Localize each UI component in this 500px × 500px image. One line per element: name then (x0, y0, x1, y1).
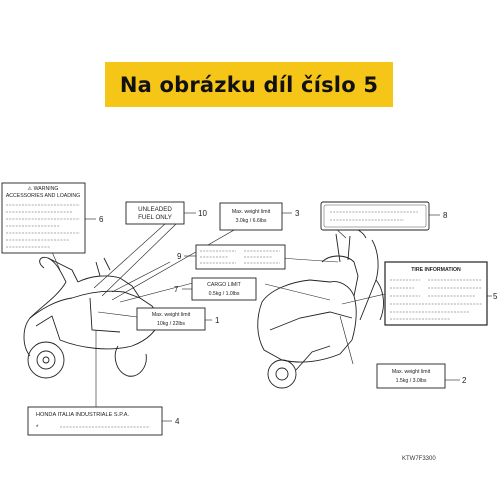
fuel-label-line2: FUEL ONLY (138, 214, 172, 221)
callout-4: 4 (175, 417, 180, 426)
max-weight-label-right[interactable]: Max. weight limit 1.5kg / 3.0lbs (376, 363, 446, 389)
manufacturer-label-star-icon: * (36, 425, 39, 431)
part-number-banner: Na obrázku díl číslo 5 (105, 62, 393, 107)
callout-5: 5 (493, 292, 498, 301)
diagram-code: KTW7F3300 (402, 456, 436, 462)
info-label-9[interactable] (195, 244, 286, 270)
max-weight-right-value: 1.5kg / 3.0lbs (396, 378, 427, 384)
right-scooter-illustration (257, 227, 384, 389)
manufacturer-label[interactable]: HONDA ITALIA INDUSTRIALE S.P.A. * (27, 406, 163, 436)
fuel-label[interactable]: UNLEADED FUEL ONLY (125, 201, 185, 225)
max-weight-right-title: Max. weight limit (392, 369, 431, 375)
cargo-label-value: 0.5kg / 1.0lbs (209, 291, 240, 297)
max-weight-top-value: 3.0kg / 6.6lbs (236, 218, 267, 224)
max-weight-label-top[interactable]: Max. weight limit 3.0kg / 6.6lbs (219, 202, 283, 231)
warning-label-line2: ACCESSORIES AND LOADING (6, 193, 80, 199)
max-weight-left-value: 10kg / 22lbs (157, 321, 185, 327)
leader-lines (51, 213, 386, 407)
callout-9: 9 (177, 252, 182, 261)
tire-information-label[interactable]: TIRE INFORMATION (384, 261, 488, 326)
info-label-8[interactable] (320, 201, 430, 231)
max-weight-label-left[interactable]: Max. weight limit 10kg / 22lbs (136, 307, 206, 331)
callout-6: 6 (99, 215, 104, 224)
callout-7: 7 (174, 285, 179, 294)
callout-8: 8 (443, 211, 448, 220)
callout-1: 1 (215, 316, 220, 325)
callout-2: 2 (462, 376, 467, 385)
warning-label[interactable]: ⚠ WARNING ACCESSORIES AND LOADING (1, 182, 86, 254)
cargo-label-title: CARGO LIMIT (207, 282, 242, 288)
tire-label-title: TIRE INFORMATION (411, 267, 461, 273)
callout-10: 10 (198, 209, 207, 218)
callout-3: 3 (295, 209, 300, 218)
manufacturer-label-title: HONDA ITALIA INDUSTRIALE S.P.A. (36, 412, 129, 418)
banner-title: Na obrázku díl číslo 5 (119, 72, 379, 97)
warning-label-line1: ⚠ WARNING (28, 186, 59, 192)
callout-numbers: 1 2 3 4 5 6 7 8 9 10 (85, 209, 498, 426)
max-weight-top-title: Max. weight limit (232, 209, 271, 215)
max-weight-left-title: Max. weight limit (152, 312, 191, 318)
cargo-limit-label[interactable]: CARGO LIMIT 0.5kg / 1.0lbs (191, 277, 257, 301)
fuel-label-line1: UNLEADED (138, 206, 172, 213)
